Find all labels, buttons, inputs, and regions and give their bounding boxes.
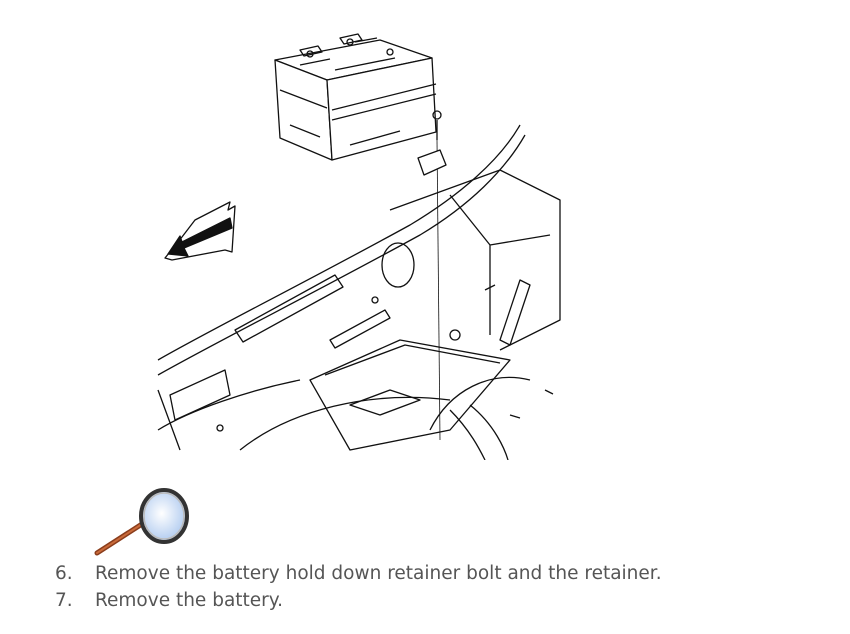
hold-down-retainer bbox=[417, 149, 447, 176]
vehicle-body-structure bbox=[157, 124, 561, 460]
step-text: Remove the battery hold down retainer bo… bbox=[95, 563, 662, 584]
step-item: 7. Remove the battery. bbox=[55, 587, 662, 614]
front-direction-arrow-icon bbox=[164, 201, 236, 261]
step-text: Remove the battery. bbox=[95, 590, 283, 611]
battery-removal-illustration bbox=[157, 33, 561, 460]
instruction-steps: 6. Remove the battery hold down retainer … bbox=[55, 560, 662, 614]
magnifier-icon[interactable] bbox=[92, 486, 192, 558]
retainer-bolt bbox=[432, 110, 442, 441]
battery bbox=[274, 33, 437, 161]
step-item: 6. Remove the battery hold down retainer … bbox=[55, 560, 662, 587]
step-number: 6. bbox=[55, 563, 73, 584]
step-number: 7. bbox=[55, 590, 73, 611]
